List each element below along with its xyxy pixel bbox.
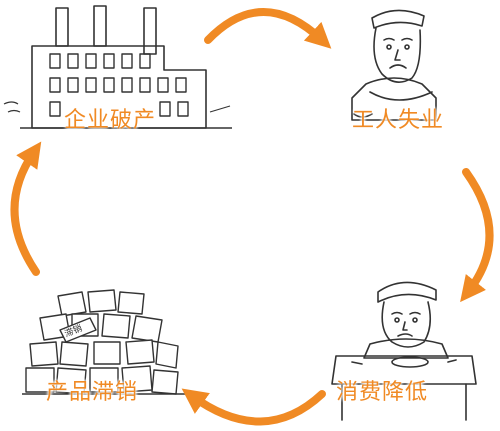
stage-label-enterprise-bankruptcy: 企业破产 [64, 108, 157, 133]
factory-icon [3, 5, 232, 129]
stacked-goods-icon [22, 289, 186, 395]
cycle-arrows [10, 8, 494, 426]
arrow-unemployment-to-consumption [460, 168, 494, 303]
arrow-goods-to-factory [10, 141, 42, 276]
arrow-consumption-to-goods [181, 388, 326, 426]
eating-worker-icon [331, 281, 477, 421]
stage-label-worker-unemployment: 工人失业 [352, 108, 445, 133]
unemployed-worker-icon [351, 9, 437, 121]
stage-label-consumption-decline: 消费降低 [336, 380, 429, 405]
goods-tag [59, 317, 97, 343]
arrow-factory-to-unemployment [204, 8, 332, 49]
stage-label-unsold-products: 产品滞销 [46, 380, 139, 405]
